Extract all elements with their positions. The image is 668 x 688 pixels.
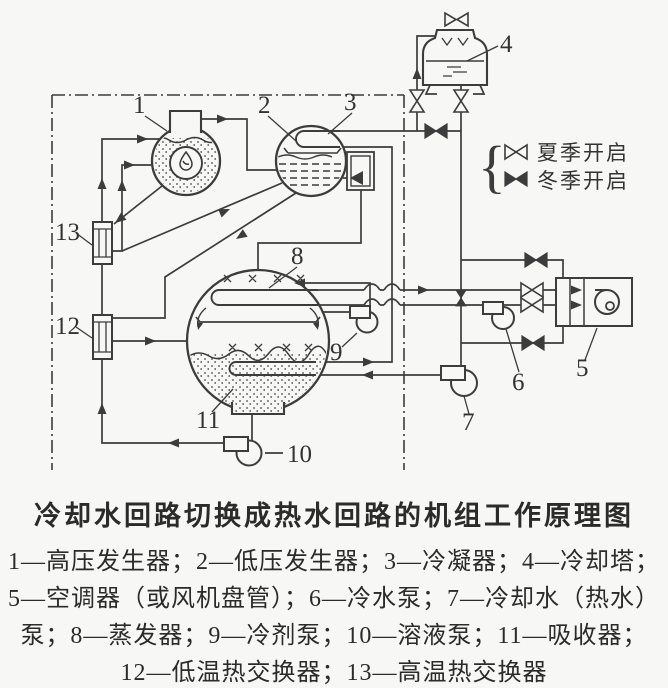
summer-valve-icon (453, 89, 469, 113)
absorber-tube (228, 361, 316, 376)
high-pressure-generator (150, 109, 222, 197)
evaporator-tube (210, 289, 318, 306)
tower-legs (424, 84, 486, 95)
generator2-tray (283, 147, 342, 154)
summer-valve-icon (409, 89, 425, 113)
figure-caption-line: 12—低温热交换器；13—高温热交换器 (120, 660, 548, 686)
figure-caption-line: 泵；8—蒸发器；9—冷剂泵；10—溶液泵；11—吸收器； (20, 623, 648, 649)
low-temp-heat-exchanger (92, 314, 113, 360)
throttle-valve-icon (350, 171, 363, 185)
component-label-5: 5 (576, 355, 589, 382)
legend-winter-label: 冬季开启 (537, 169, 629, 193)
component-label-6: 6 (512, 369, 525, 396)
generator-neck (168, 109, 203, 133)
tower-fan-icon (444, 11, 458, 28)
component-label-9: 9 (330, 339, 343, 366)
pipework (101, 35, 564, 454)
component-label-12: 12 (55, 313, 80, 340)
winter-valve-icon (424, 123, 448, 139)
low-pressure-generator-condenser (274, 124, 348, 198)
cooling-hot-water-pump (440, 365, 478, 397)
winter-valve-legend-icon (504, 171, 528, 187)
component-label-7: 7 (462, 409, 475, 436)
evaporator-absorber-vessel (185, 268, 331, 416)
flame-icon (179, 150, 193, 171)
leader-lines (75, 45, 598, 415)
winter-valve-icon (524, 252, 548, 268)
component-label-2: 2 (258, 92, 271, 119)
valve-legend: { 夏季开启 冬季开启 (478, 134, 629, 199)
winter-valve-icon (521, 335, 545, 351)
summer-valve-legend-icon (504, 144, 528, 160)
air-handler-unit (555, 277, 633, 327)
summer-valve-icon (520, 297, 544, 313)
absorber-spray-icons (228, 343, 313, 352)
condenser-outlet-box (346, 151, 375, 191)
component-label-11: 11 (196, 407, 220, 434)
figure-caption-line: 1—高压发生器；2—低压发生器；3—冷凝器；4—冷却塔； (8, 549, 660, 575)
component-label-10: 10 (287, 441, 312, 468)
solution-pump (223, 436, 263, 467)
refrigerant-pump (349, 305, 379, 334)
legend-summer-label: 夏季开启 (537, 141, 629, 165)
legend-brace: { (478, 134, 506, 199)
component-label-13: 13 (55, 219, 80, 246)
component-label-3: 3 (344, 89, 357, 116)
winter-valve-icon (455, 289, 467, 307)
figure-title: 冷却水回路切换成热水回路的机组工作原理图 (34, 501, 634, 531)
component-label-8: 8 (291, 243, 304, 270)
machine-boundary (51, 94, 405, 470)
condenser-tube (295, 130, 340, 148)
evaporator-spray-icons (223, 274, 305, 283)
component-label-4: 4 (500, 31, 513, 58)
cooling-tower (421, 11, 489, 95)
tower-spray-icons (441, 37, 469, 47)
high-temp-heat-exchanger (92, 221, 113, 265)
chilled-water-pump (482, 301, 515, 330)
figure-caption-line: 5—空调器（或风机盘管）；6—冷水泵；7—冷却水（热水） (8, 586, 660, 612)
summer-valve-icon (520, 282, 544, 298)
schematic-diagram: 1 2 3 4 5 6 7 8 9 10 11 12 13 { 夏季开启 冬季开… (51, 11, 633, 470)
valves (409, 89, 548, 351)
component-label-1: 1 (133, 92, 146, 119)
